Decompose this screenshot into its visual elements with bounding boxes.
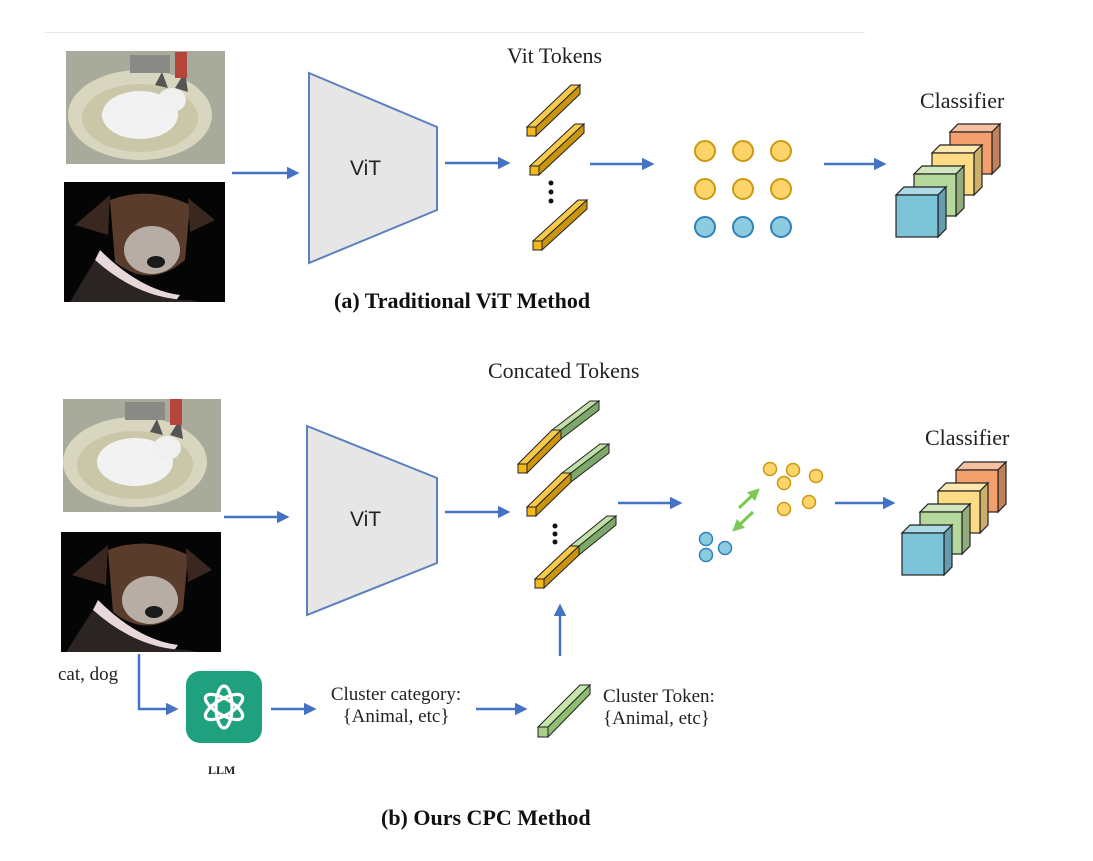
vit-tokens-label: Vit Tokens: [507, 43, 603, 68]
feature-circle-yellow: [776, 475, 792, 491]
classifier-label-b: Classifier: [925, 425, 1010, 450]
ellipsis-dot: [548, 189, 554, 195]
cluster-category-text: Cluster category: {Animal, etc}: [316, 684, 476, 728]
feature-circle-yellow: [770, 140, 792, 162]
feature-circle-yellow: [785, 462, 801, 478]
dog-photo-a: [64, 182, 225, 302]
vit-encoder-a: [308, 71, 438, 265]
cluster-token-bar: [536, 683, 592, 739]
feature-circle-blue: [732, 216, 754, 238]
feature-circle-yellow: [776, 501, 792, 517]
classifier-cube: [900, 523, 954, 577]
token-bar: [525, 83, 582, 138]
concat-token-bar: [525, 442, 611, 518]
feature-circle-blue: [694, 216, 716, 238]
cluster-token-line1: Cluster Token:: [603, 686, 715, 707]
token-bar: [531, 198, 589, 252]
cluster-token-line2: {Animal, etc}: [603, 708, 710, 729]
classifier-stack-b: [900, 460, 1008, 577]
feature-circle-blue: [717, 540, 733, 556]
feature-circle-yellow: [808, 468, 824, 484]
concat-tokens-b: [516, 399, 618, 590]
cluster-token-text: Cluster Token: {Animal, etc}: [603, 686, 715, 730]
push-arrow-green: [732, 510, 755, 532]
ellipsis-dot: [552, 539, 558, 545]
feature-circle-blue: [770, 216, 792, 238]
feature-circle-yellow: [801, 494, 817, 510]
vit-encoder-label-b: ViT: [350, 508, 382, 531]
pull-arrow-green: [737, 488, 760, 510]
classifier-label-a: Classifier: [920, 88, 1005, 113]
class-names-text: cat, dog: [58, 664, 119, 685]
cat-photo-b: [63, 399, 221, 512]
feature-circle-blue: [698, 547, 714, 563]
feature-circle-blue: [698, 531, 714, 547]
feature-circle-yellow: [694, 178, 716, 200]
cat-photo-a: [66, 51, 225, 164]
arrow-classes-to-llm: [137, 654, 179, 716]
ellipsis-dot: [548, 180, 554, 186]
classifier-stack-a: [894, 122, 1002, 239]
feature-grid-a: [694, 140, 792, 238]
ellipsis-dot: [548, 198, 554, 204]
cluster-category-line1: Cluster category:: [330, 684, 462, 705]
concat-token-bar: [533, 514, 618, 590]
concat-token-bar: [516, 399, 601, 475]
classifier-cube: [894, 185, 948, 239]
feature-circle-yellow: [762, 461, 778, 477]
vit-encoder-b: [306, 424, 438, 617]
feature-circle-yellow: [732, 178, 754, 200]
dog-photo-b: [61, 532, 221, 652]
caption-a: (a) Traditional ViT Method: [334, 288, 591, 313]
vit-encoder-label-a: ViT: [350, 157, 382, 180]
feature-circle-yellow: [694, 140, 716, 162]
cluster-category-line2: {Animal, etc}: [342, 706, 450, 727]
llm-label: LLM: [208, 763, 236, 777]
top-divider: [45, 32, 865, 33]
caption-b: (b) Ours CPC Method: [381, 805, 591, 830]
ellipsis-dot: [552, 531, 558, 537]
concated-tokens-label: Concated Tokens: [488, 358, 640, 383]
feature-circle-yellow: [770, 178, 792, 200]
ellipsis-dot: [552, 523, 558, 529]
vit-tokens-a: [525, 83, 589, 252]
clustered-features-b: [698, 461, 824, 563]
llm-logo-icon: [186, 671, 262, 743]
token-bar: [528, 122, 586, 177]
feature-circle-yellow: [732, 140, 754, 162]
